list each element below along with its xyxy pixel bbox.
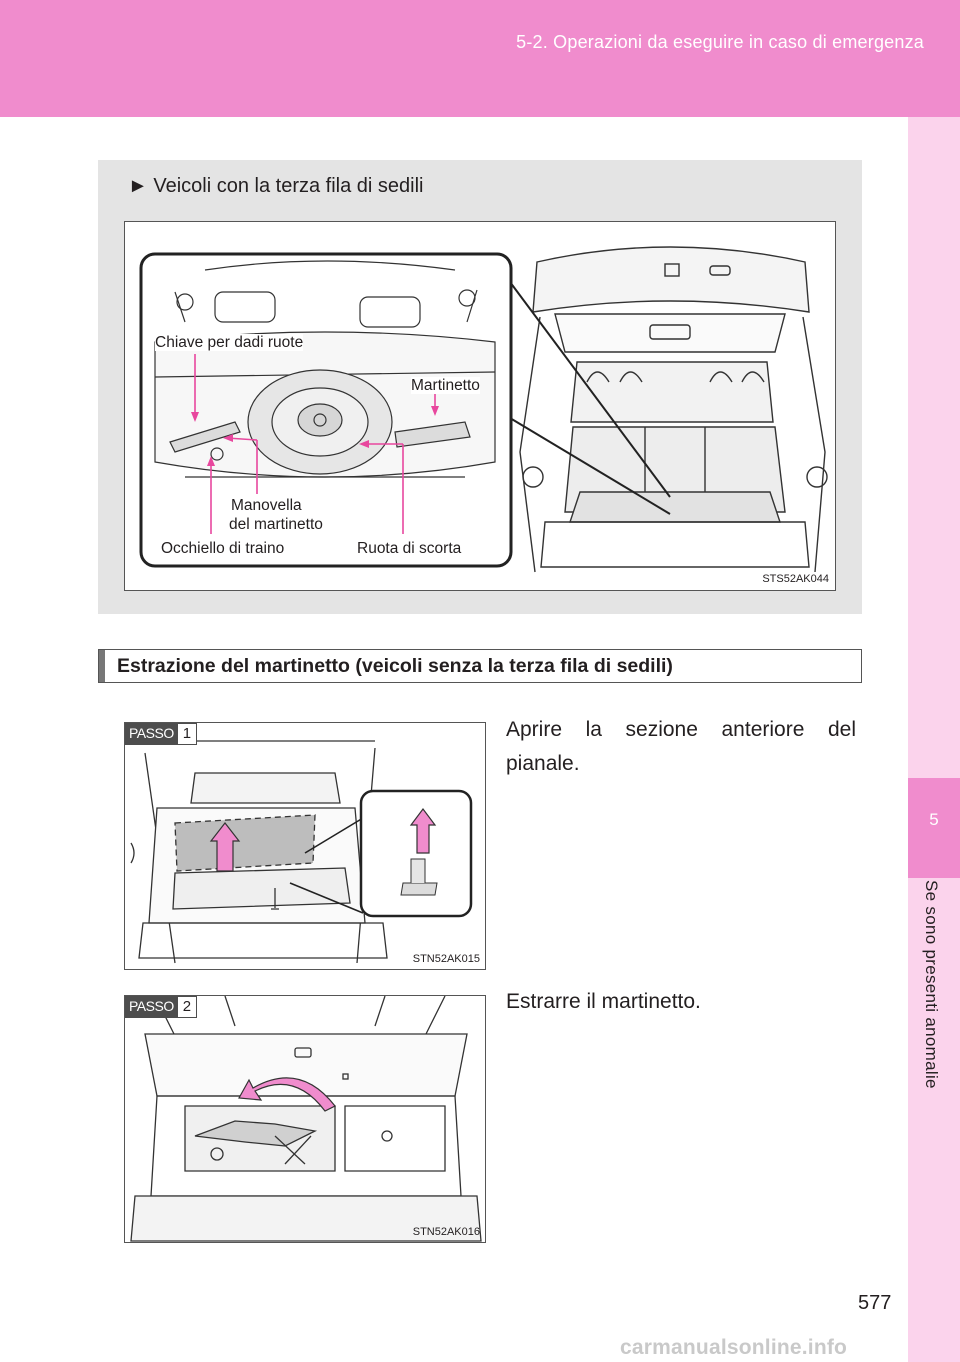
page-header: 5-2. Operazioni da eseguire in caso di e… [0,0,960,117]
lift-arrow-icon [209,822,241,872]
step-1-instruction: Aprire la sezione anteriore del pianale. [506,718,856,775]
chapter-tab-highlight [908,778,960,878]
figure-heading-text: Veicoli con la terza fila di sedili [153,175,424,197]
step-2-drawing [130,996,482,1242]
label-tow-eye: Occhiello di traino [161,540,285,557]
chapter-side-tab [908,117,960,1362]
section-heading-bar: Estrazione del martinetto (veicoli senza… [98,649,862,683]
label-jack-handle-line2: del martinetto [229,516,323,533]
label-lug-wrench: Chiave per dadi ruote [155,334,304,351]
step-1-drawing [130,740,473,964]
chapter-number: 5 [929,810,939,829]
step-1-illustration: PASSO 1 STN52AK015 [124,722,486,970]
step-number: 2 [176,996,198,1018]
step-1-text: Aprire la sezione anteriore del pianale. [506,713,856,781]
step-word: PASSO [125,996,177,1018]
triangle-marker-icon: ► [128,175,148,197]
section-breadcrumb: 5-2. Operazioni da eseguire in caso di e… [516,32,924,52]
section-title: Estrazione del martinetto (veicoli senza… [117,655,673,677]
spare-tire-compartment [154,260,496,478]
step-2-illustration: PASSO 2 STN52AK016 [124,995,486,1243]
callout-arrowheads [191,406,439,466]
label-jack-handle: Manovella [231,497,302,514]
label-spare-tire: Ruota di scorta [357,540,462,557]
label-jack: Martinetto [411,377,480,394]
step-2-instruction: Estrarre il martinetto. [506,990,701,1013]
figure-heading: ► Veicoli con la terza fila di sedili [128,175,424,198]
section-accent [99,650,105,682]
figure-code: STN52AK015 [412,953,480,965]
step-badge: PASSO 1 [125,723,198,745]
pull-out-arrow-icon [238,1077,336,1112]
label-jack-handle-line1: Manovella [231,497,302,514]
figure-code: STN52AK016 [412,1226,480,1238]
trunk-illustration-drawing [139,246,828,573]
step-2-text: Estrarre il martinetto. [506,985,856,1019]
chapter-label: Se sono presenti anomalie [922,880,941,1089]
step-badge: PASSO 2 [125,996,198,1018]
page-number: 577 [858,1292,892,1314]
watermark[interactable]: carmanualsonline.info [620,1336,848,1359]
step-word: PASSO [125,723,177,745]
zoom-inset [359,789,473,918]
step-number: 1 [176,723,198,745]
trunk-illustration: Chiave per dadi ruote Martinetto Manovel… [124,221,836,591]
figure-code: STS52AK044 [762,573,829,585]
open-hatchback-drawing [519,246,828,573]
lift-arrow-icon [409,808,437,854]
